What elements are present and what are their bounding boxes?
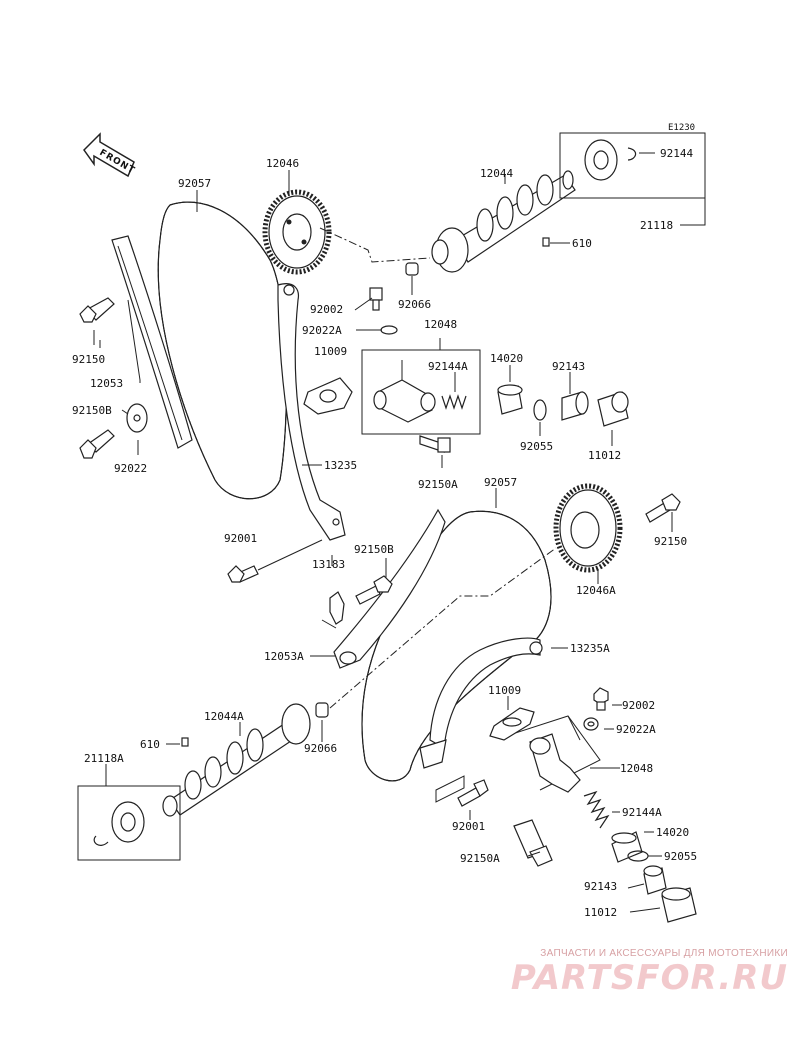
label-92001-lower: 92001 — [452, 820, 485, 833]
label-92150B-lower: 92150B — [354, 543, 394, 556]
label-21118: 21118 — [640, 219, 673, 232]
label-11009: 11009 — [314, 345, 347, 358]
diagram-code: E1230 — [668, 123, 695, 133]
label-21118A: 21118A — [84, 752, 124, 765]
label-92143-lower: 92143 — [584, 880, 617, 893]
front-arrow-icon: FRONT — [83, 132, 137, 178]
o-ring-92055 — [533, 399, 547, 421]
label-92150B: 92150B — [72, 404, 112, 417]
label-92150A-lower: 92150A — [460, 852, 500, 865]
label-11009-lower: 11009 — [488, 684, 521, 697]
bolt-92150B-lower — [355, 558, 393, 605]
label-92002: 92002 — [310, 303, 343, 316]
collar-92143-lower — [643, 865, 667, 895]
camshaft-12044A — [162, 703, 311, 817]
cam-chain-92057 — [157, 201, 288, 500]
watermark-brand-logo[interactable]: PARTSFOR.RU — [510, 958, 788, 998]
label-92057-lower: 92057 — [484, 476, 517, 489]
label-92144: 92144 — [660, 147, 693, 160]
pin-610-lower — [181, 737, 189, 747]
label-92022: 92022 — [114, 462, 147, 475]
bolt-92150-lower — [645, 493, 681, 532]
collar-92143 — [561, 391, 589, 421]
cam-sprocket-12046 — [262, 189, 332, 275]
label-12044: 12044 — [480, 167, 513, 180]
label-11012: 11012 — [588, 449, 621, 462]
bolt-92002-lower — [593, 687, 609, 711]
bolt-92150A-lower — [513, 819, 553, 867]
tensioner-body-lower — [529, 733, 581, 793]
bolt-92150 — [79, 297, 115, 345]
label-92022A-lower: 92022A — [616, 723, 656, 736]
bushing-92066 — [405, 262, 419, 295]
bolt-92150A — [419, 435, 451, 468]
cap-11012-lower — [661, 887, 697, 923]
label-92022A: 92022A — [302, 324, 342, 337]
label-92066-lower: 92066 — [304, 742, 337, 755]
spring-92144A-lower — [583, 790, 610, 829]
cap-11012 — [597, 391, 629, 427]
washer-92022 — [126, 403, 148, 433]
group-box-21118 — [559, 132, 706, 226]
gasket-11009 — [303, 377, 353, 415]
label-610: 610 — [572, 237, 592, 250]
label-92055-lower: 92055 — [664, 850, 697, 863]
watermark-tagline: ЗАПЧАСТИ И АКСЕССУАРЫ ДЛЯ МОТОТЕХНИКИ — [540, 948, 788, 959]
bolt-92001-lower — [435, 775, 489, 807]
nut-14020 — [497, 384, 523, 415]
label-92002-lower: 92002 — [622, 699, 655, 712]
bolt-92002 — [369, 287, 383, 311]
tensioner-guide-13235 — [277, 283, 346, 541]
label-92144A: 92144A — [428, 360, 468, 373]
leader-lines — [99, 170, 662, 913]
chain-guide-12053 — [111, 235, 193, 449]
label-12053A: 12053A — [264, 650, 304, 663]
label-92066: 92066 — [398, 298, 431, 311]
bolt-92150B — [79, 429, 115, 459]
bolt-92001 — [227, 539, 323, 583]
label-92143: 92143 — [552, 360, 585, 373]
label-92057: 92057 — [178, 177, 211, 190]
label-610-lower: 610 — [140, 738, 160, 751]
tensioner-body — [373, 360, 436, 423]
label-11012-lower: 11012 — [584, 906, 617, 919]
label-14020: 14020 — [490, 352, 523, 365]
label-12053: 12053 — [90, 377, 123, 390]
label-92001: 92001 — [224, 532, 257, 545]
label-13183: 13183 — [312, 558, 345, 571]
label-12046: 12046 — [266, 157, 299, 170]
label-12046A: 12046A — [576, 584, 616, 597]
group-box-21118A — [77, 785, 181, 861]
label-92055: 92055 — [520, 440, 553, 453]
label-92144A-lower: 92144A — [622, 806, 662, 819]
label-14020-lower: 14020 — [656, 826, 689, 839]
cam-sprocket-12046A — [553, 483, 623, 573]
pin-610 — [542, 237, 570, 247]
nut-14020-lower — [611, 831, 643, 863]
label-92150-lower: 92150 — [654, 535, 687, 548]
washer-92022A — [380, 325, 398, 335]
gasket-11009-lower — [489, 707, 535, 741]
part-labels: 12046 92057 92150 12053 92150B 92022 920… — [72, 147, 697, 919]
label-92150: 92150 — [72, 353, 105, 366]
label-13235A: 13235A — [570, 642, 610, 655]
camshaft-12044 — [431, 170, 576, 273]
label-12048-lower: 12048 — [620, 762, 653, 775]
bushing-92066-lower — [315, 702, 329, 742]
label-13235: 13235 — [324, 459, 357, 472]
label-12044A: 12044A — [204, 710, 244, 723]
washer-92022A-lower — [583, 717, 599, 731]
label-92150A: 92150A — [418, 478, 458, 491]
group-box-12048 — [361, 338, 481, 435]
tensioner-guide-13235A — [419, 637, 543, 769]
label-12048: 12048 — [424, 318, 457, 331]
spring-92144A — [441, 372, 467, 410]
bracket-13183 — [321, 591, 345, 629]
